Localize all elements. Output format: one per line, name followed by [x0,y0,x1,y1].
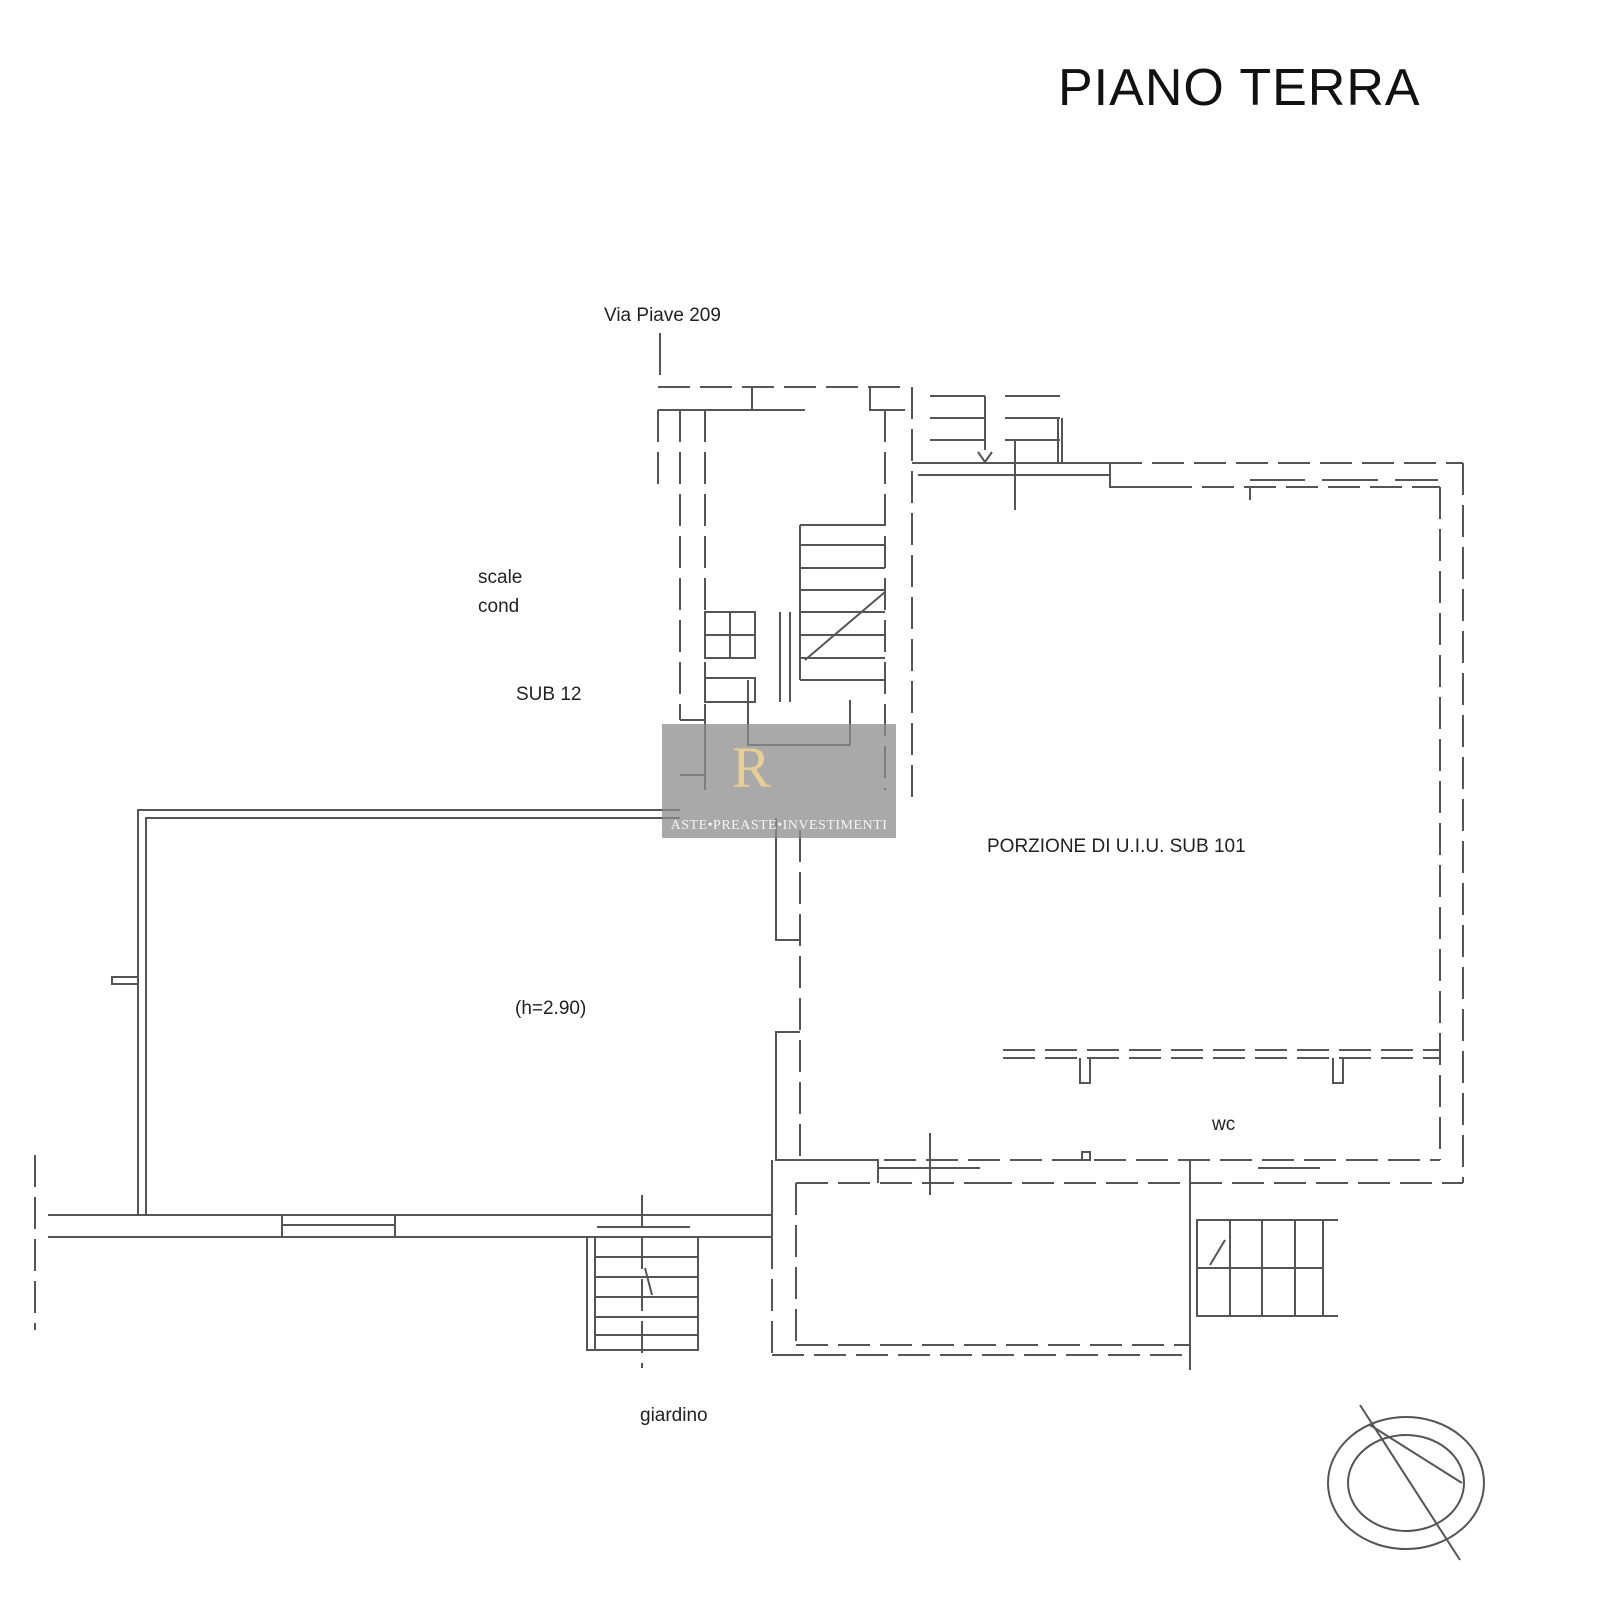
north-arrow-icon [1327,1404,1485,1561]
watermark-text: ASTE•PREASTE•INVESTIMENTI [670,818,888,833]
watermark-logo: R [732,735,771,800]
watermark: R ASTE•PREASTE•INVESTIMENTI [662,724,896,838]
stairs-label: scale [478,567,523,588]
portion-label: PORZIONE DI U.I.U. SUB 101 [987,836,1246,857]
main-room [34,809,773,1330]
garden-label: giardino [640,1405,708,1426]
unit-sub101 [775,462,1464,1195]
annex [771,1160,1338,1370]
garden-stairs [586,1195,699,1368]
stair-treads [704,524,886,703]
stairs-label-cond: cond [478,596,520,617]
entrance-steps [912,395,1110,510]
stair-core [657,386,1110,800]
wc-label: wc [1212,1114,1236,1135]
sub12-label: SUB 12 [516,684,582,705]
address-label: Via Piave 209 [604,305,721,326]
plan-title: PIANO TERRA [1058,59,1421,117]
height-label: (h=2.90) [515,998,587,1019]
